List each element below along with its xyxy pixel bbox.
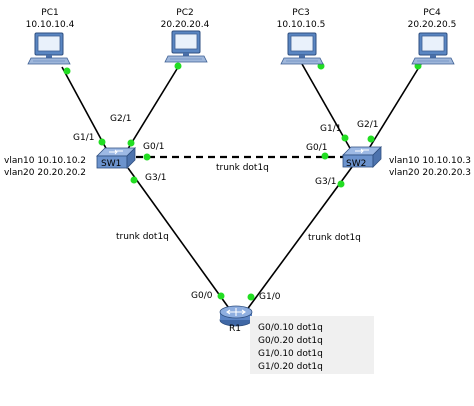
port-dot — [217, 292, 225, 300]
sw1-vlan20: vlan20 20.20.20.2 — [4, 168, 86, 178]
sw1-name: SW1 — [101, 159, 121, 169]
link-pc2-sw1 — [125, 63, 181, 153]
sw1-port-g0-1: G0/1 — [143, 142, 164, 152]
r1-name: R1 — [229, 324, 241, 334]
sw2-vlan20: vlan20 20.20.20.3 — [389, 168, 471, 178]
port-dot — [367, 135, 375, 143]
port-dot — [143, 153, 151, 161]
sw2-port-g0-1: G0/1 — [306, 143, 327, 153]
sw1-port-g1-1: G1/1 — [73, 133, 94, 143]
sw2-port-g1-1: G1/1 — [320, 124, 341, 134]
link-sw1-r1 — [127, 167, 232, 312]
pc1[interactable]: PC1 10.10.10.4 — [26, 8, 75, 65]
pc3-ip: 10.10.10.5 — [277, 20, 326, 30]
port-dot — [247, 293, 255, 301]
switch-sw2[interactable]: SW2 — [342, 146, 382, 169]
pc1-ip: 10.10.10.4 — [26, 20, 75, 30]
pc4-name: PC4 — [423, 8, 441, 18]
pc3[interactable]: PC3 10.10.10.5 — [277, 8, 326, 65]
pc2[interactable]: PC2 20.20.20.4 — [161, 8, 210, 63]
pc4[interactable]: PC4 20.20.20.5 — [408, 8, 457, 65]
pc-icon — [280, 32, 324, 65]
trunk-label-sw1-r1: trunk dot1q — [116, 232, 169, 242]
r1-subif-g0-10: G0/0.10 dot1q — [258, 323, 323, 333]
pc2-name: PC2 — [176, 8, 193, 18]
port-dot — [337, 180, 345, 188]
port-dot — [127, 139, 135, 147]
r1-port-g1-0: G1/0 — [259, 292, 281, 302]
port-dot — [63, 67, 71, 75]
r1-subif-g0-20: G0/0.20 dot1q — [258, 336, 323, 346]
sw1-port-g3-1: G3/1 — [145, 173, 166, 183]
port-dot — [341, 134, 349, 142]
port-dot — [98, 138, 106, 146]
switch-sw1[interactable]: SW1 — [96, 147, 136, 169]
link-sw2-r1 — [245, 166, 353, 312]
port-dot — [130, 176, 138, 184]
link-pc1-sw1 — [61, 66, 109, 153]
sw2-port-g2-1: G2/1 — [357, 120, 378, 130]
r1-port-g0-0: G0/0 — [191, 291, 213, 301]
link-pc4-sw2 — [367, 63, 422, 151]
port-dots — [63, 62, 422, 301]
sw1-port-g2-1: G2/1 — [110, 114, 131, 124]
router-icon — [219, 305, 253, 327]
pc4-ip: 20.20.20.5 — [408, 20, 457, 30]
trunk-label-sw1-sw2: trunk dot1q — [216, 163, 269, 173]
pc2-ip: 20.20.20.4 — [161, 20, 210, 30]
sw1-vlan10: vlan10 10.10.10.2 — [4, 156, 86, 166]
r1-subif-g1-20: G1/0.20 dot1q — [258, 362, 323, 372]
sw2-port-g3-1: G3/1 — [315, 177, 336, 187]
pc1-name: PC1 — [41, 8, 58, 18]
port-dot — [174, 62, 182, 70]
port-dot — [321, 152, 329, 160]
pc3-name: PC3 — [292, 8, 309, 18]
pc-icon — [164, 30, 208, 63]
r1-subif-g1-10: G1/0.10 dot1q — [258, 349, 323, 359]
router-config-box — [250, 316, 374, 374]
sw2-name: SW2 — [346, 159, 366, 169]
sw2-vlan10: vlan10 10.10.10.3 — [389, 156, 471, 166]
pc-icon — [411, 32, 455, 65]
router-r1[interactable]: R1 — [219, 305, 253, 334]
pc-icon — [27, 32, 71, 65]
trunk-label-sw2-r1: trunk dot1q — [308, 233, 361, 243]
